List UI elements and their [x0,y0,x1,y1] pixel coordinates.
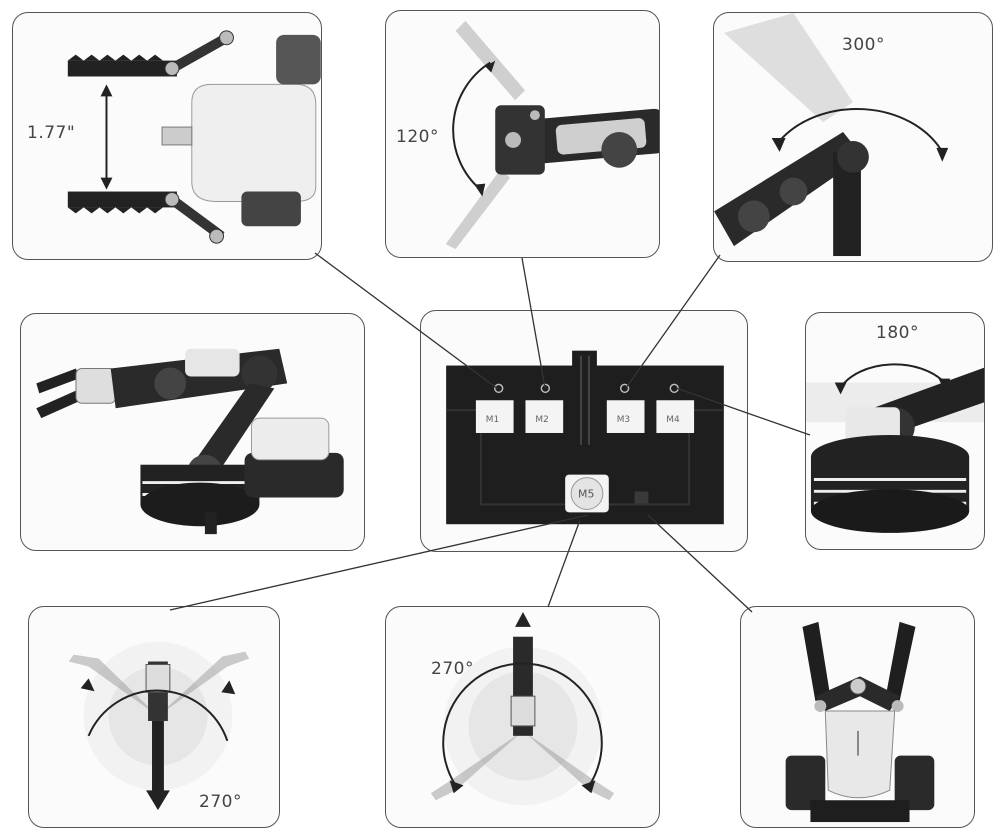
wrist-tilt-angle: 120° [396,127,439,147]
panel-wrist-tilt: 120° [385,10,660,258]
control-board-illustration: M1 M2 M3 M4 M5 [446,350,724,525]
motor-chip-m3-label: M3 [617,415,630,425]
panel-control-board: M1 M2 M3 M4 M5 [420,310,748,552]
panel-gripper-width: 1.77" [12,12,322,260]
wrist-tilt-illustration [445,20,659,250]
gripper-front-view-illustration [785,621,935,823]
motor-chip-m3: M3 [606,400,645,433]
motor-chip-m4-label: M4 [666,415,680,425]
robot-arm-illustration [36,348,344,535]
base-rotation-top-view-illustration [68,641,250,811]
panel-base-rotate-left: 270° [28,606,280,828]
gripper-closeup-illustration [67,30,321,244]
base-rotation-top-view-illustration-2 [430,611,615,806]
panel-shoulder: 180° [805,312,985,550]
motor-chip-m1: M1 [475,400,514,433]
panel-elbow: 300° [713,12,993,262]
elbow-rotation-illustration [714,13,949,257]
motor-chip-m5: M5 [565,474,609,513]
gripper-width-measurement: 1.77" [27,123,76,143]
motor-chip-m1-label: M1 [486,415,499,425]
motor-chip-m4: M4 [656,400,695,433]
motor-chip-m2: M2 [525,400,564,433]
panel-gripper-front [740,606,975,828]
shoulder-rotation-illustration [806,363,984,533]
base-rotate-center-angle: 270° [431,659,474,679]
panel-base-rotate-center: 270° [385,606,660,828]
elbow-angle: 300° [842,35,885,55]
panel-robot-arm [20,313,365,551]
motor-chip-m5-label: M5 [578,487,594,500]
shoulder-angle: 180° [876,323,919,343]
motor-chip-m2-label: M2 [535,415,548,425]
base-rotate-left-angle: 270° [199,792,242,812]
